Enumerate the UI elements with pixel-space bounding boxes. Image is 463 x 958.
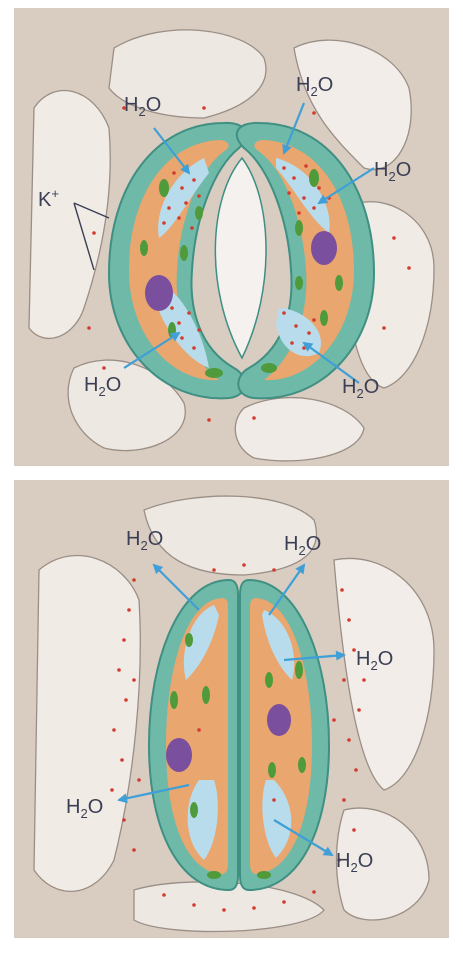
right-guard-cell: [240, 580, 329, 890]
open-stoma-panel: K+ H2O H2O H2O H2O H2O: [14, 8, 449, 466]
nucleus-icon: [311, 231, 337, 265]
water-label: H2O: [126, 528, 163, 553]
closed-stoma-panel: H2O H2O H2O H2O H2O: [14, 480, 449, 938]
nucleus-icon: [267, 704, 291, 736]
nucleus-icon: [166, 738, 192, 772]
left-guard-cell: [149, 580, 238, 890]
closed-stoma-diagram: H2O H2O H2O H2O H2O: [14, 480, 449, 938]
nucleus-icon: [145, 275, 173, 311]
open-stoma-diagram: K+ H2O H2O H2O H2O H2O: [14, 8, 449, 466]
